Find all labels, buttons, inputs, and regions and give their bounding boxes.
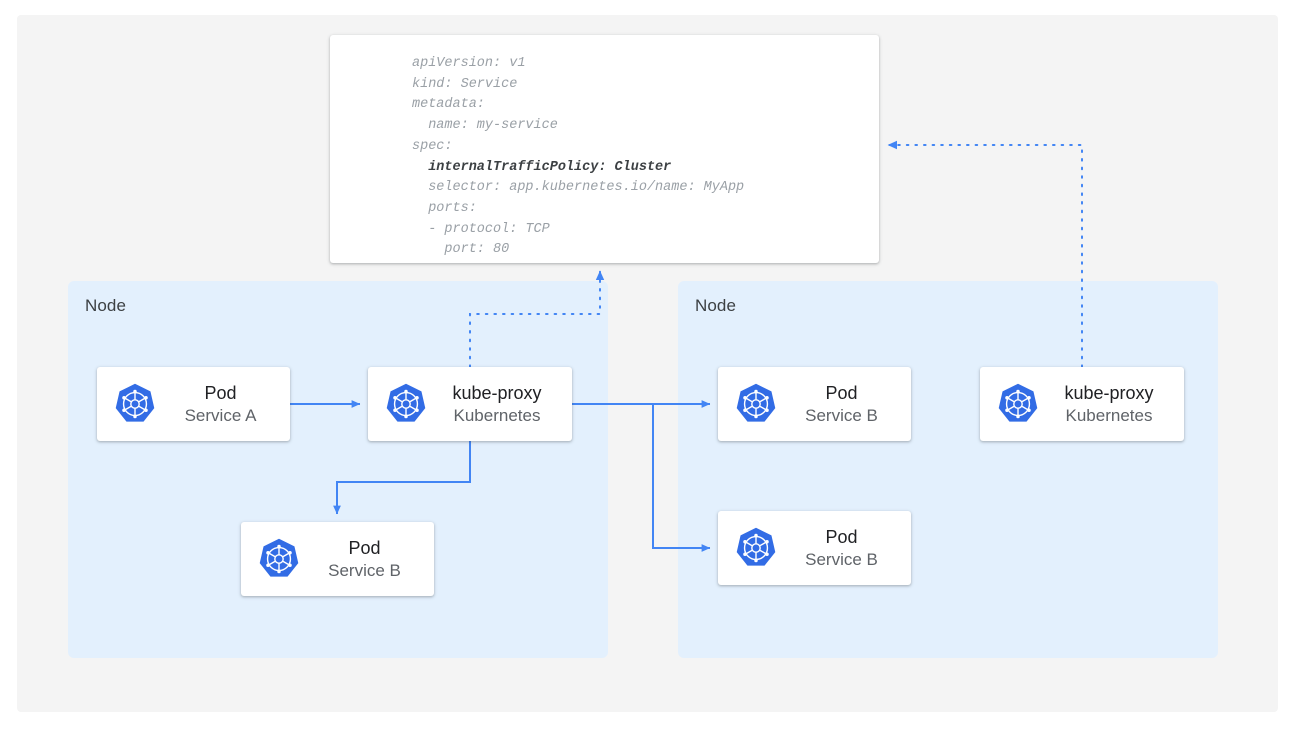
card-text: Pod Service A: [157, 382, 290, 427]
kubernetes-icon: [736, 383, 776, 422]
card-pod-service-b-right-top[interactable]: Pod Service B: [718, 367, 911, 441]
yaml-line-5: internalTrafficPolicy: Cluster: [412, 159, 672, 175]
service-yaml-code: apiVersion: v1 kind: Service metadata: nam…: [330, 35, 879, 263]
service-yaml-card: apiVersion: v1 kind: Service metadata: nam…: [330, 35, 879, 263]
card-pod-service-b-left[interactable]: Pod Service B: [241, 522, 434, 596]
yaml-line-1: kind: Service: [412, 76, 518, 92]
node-box-left: [68, 281, 608, 658]
card-title: Pod: [348, 537, 381, 558]
card-text: kube-proxy Kubernetes: [1040, 382, 1184, 427]
node-label-right: Node: [695, 296, 737, 315]
yaml-line-2: metadata:: [412, 97, 485, 113]
yaml-line-8: - protocol: TCP: [412, 221, 550, 237]
yaml-line-9: port: 80: [412, 242, 510, 258]
card-pod-service-b-right-bottom[interactable]: Pod Service B: [718, 511, 911, 585]
yaml-line-7: ports:: [412, 200, 477, 216]
card-text: Pod Service B: [778, 526, 911, 571]
card-text: Pod Service B: [301, 537, 434, 582]
card-title: Pod: [825, 526, 858, 547]
card-subtitle: Service B: [328, 560, 401, 580]
card-subtitle: Kubernetes: [1065, 405, 1153, 425]
card-kube-proxy-right[interactable]: kube-proxy Kubernetes: [980, 367, 1184, 441]
card-title: Pod: [204, 382, 237, 403]
yaml-line-10: targetPort: 9376: [412, 261, 879, 263]
node-label-left: Node: [85, 296, 127, 315]
card-subtitle: Service B: [805, 549, 878, 569]
kubernetes-icon: [998, 383, 1038, 422]
card-title: kube-proxy: [452, 382, 542, 403]
card-text: kube-proxy Kubernetes: [428, 382, 572, 427]
kubernetes-icon: [259, 538, 299, 577]
card-text: Pod Service B: [778, 382, 911, 427]
yaml-line-3: name: my-service: [412, 118, 558, 134]
yaml-line-4: spec:: [412, 138, 453, 154]
card-title: kube-proxy: [1064, 382, 1154, 403]
card-subtitle: Kubernetes: [453, 405, 541, 425]
yaml-line-0: apiVersion: v1: [412, 56, 526, 71]
kubernetes-icon: [386, 383, 426, 422]
card-title: Pod: [825, 382, 858, 403]
card-subtitle: Service B: [805, 405, 878, 425]
kubernetes-icon: [736, 527, 776, 566]
card-subtitle: Service A: [184, 405, 257, 425]
yaml-line-6: selector: app.kubernetes.io/name: MyApp: [412, 180, 745, 196]
node-box-right: [678, 281, 1218, 658]
kubernetes-icon: [115, 383, 155, 422]
card-pod-service-a[interactable]: Pod Service A: [97, 367, 290, 441]
card-kube-proxy-left[interactable]: kube-proxy Kubernetes: [368, 367, 572, 441]
